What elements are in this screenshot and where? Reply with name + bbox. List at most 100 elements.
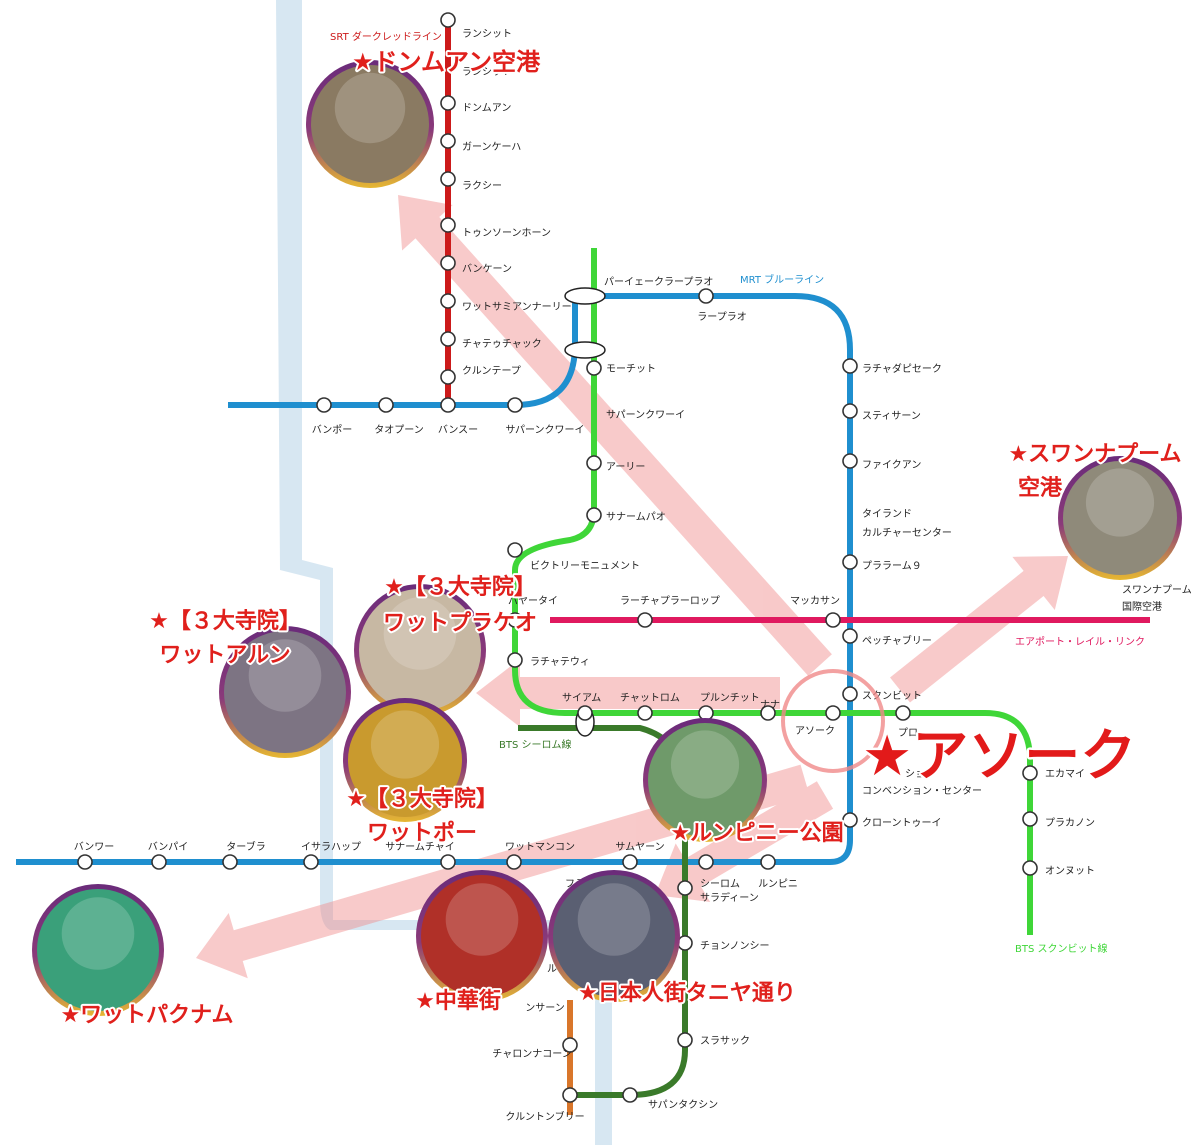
tourist-spot[interactable]: ★【３大寺院】ワットポー [343,698,500,848]
station[interactable]: プラカノン [1022,811,1095,829]
station-dot[interactable] [440,12,456,28]
station[interactable]: プララーム９ [842,554,922,572]
station-dot[interactable] [586,507,602,523]
station-dot[interactable] [586,360,602,376]
station[interactable]: ビクトリーモニュメント [507,542,640,572]
station[interactable]: チャロンナコーン [492,1037,578,1060]
station-dot[interactable] [842,812,858,828]
station[interactable]: チャットロム [620,692,680,721]
tourist-spot[interactable]: ★日本人街タニヤ通り [548,870,798,1008]
station[interactable]: ファイクアン [842,453,921,471]
station-dot[interactable] [77,854,93,870]
station[interactable]: パヤータイ [507,595,558,628]
station-dot[interactable] [842,403,858,419]
station[interactable]: バンワー [74,841,115,870]
station-dot[interactable] [677,935,693,951]
spot-photo[interactable] [648,723,762,837]
tourist-spot[interactable]: ★ルンピニー公園 [643,718,846,848]
station[interactable]: バンポー [312,397,353,436]
tourist-spot[interactable]: ★ドンムアン空港 [306,46,543,188]
spot-photo[interactable] [553,875,675,997]
station-dot[interactable] [677,1032,693,1048]
station-dot[interactable] [562,1037,578,1053]
station-dot[interactable] [698,705,714,721]
station[interactable]: バンパイ [148,841,189,870]
station-dot[interactable] [698,854,714,870]
station-dot[interactable] [1022,860,1038,876]
station[interactable]: アソーク [795,705,841,737]
station[interactable]: ターブラ [222,840,266,870]
station[interactable]: ラープラオ [697,311,746,323]
station-dot[interactable] [842,686,858,702]
station[interactable]: スティサーン [842,403,921,422]
station[interactable]: サパーンクワーイ [606,409,685,421]
station-dot[interactable] [842,554,858,570]
station-dot[interactable] [440,293,456,309]
station[interactable]: クローントゥーイ [842,812,942,829]
station-dot[interactable] [440,397,456,413]
station-dot[interactable] [507,542,523,558]
station[interactable]: スワンナプーム [1122,584,1192,596]
station[interactable]: タイランド [862,508,912,520]
station-dot[interactable] [440,217,456,233]
station[interactable]: モーチット [586,360,656,376]
station-dot[interactable] [440,369,456,385]
station-dot[interactable] [222,854,238,870]
station[interactable]: サパーンクワーイ [505,397,585,436]
station[interactable]: ラーチャプラーロップ [620,595,720,628]
station[interactable]: プルンチット [698,692,760,721]
station[interactable]: ラチャテウィ [507,652,590,668]
station[interactable]: マッカサン [790,595,841,628]
station-dot[interactable] [507,397,523,413]
station-dot[interactable] [825,705,841,721]
station-dot[interactable] [760,854,776,870]
station-dot[interactable] [507,652,523,668]
station[interactable]: プロ [895,705,918,739]
station-dot[interactable] [440,854,456,870]
station[interactable]: シーロム [698,854,740,890]
station-dot[interactable] [378,397,394,413]
station[interactable]: オンヌット [1022,860,1095,877]
tourist-spot[interactable]: ★【３大寺院】ワットプラケオ [354,572,539,716]
station-dot[interactable] [151,854,167,870]
station-dot[interactable] [440,95,456,111]
station[interactable]: サムヤーン [615,841,665,870]
station-dot[interactable] [506,854,522,870]
station-dot[interactable] [698,288,714,304]
station-dot[interactable] [440,133,456,149]
station-dot[interactable] [842,628,858,644]
station-dot[interactable] [1022,811,1038,827]
station[interactable]: クルンテープ [440,365,521,385]
station-dot[interactable] [586,455,602,471]
station[interactable]: ラチャダピセーク [842,358,942,375]
station-dot[interactable] [507,612,523,628]
spot-photo[interactable] [311,65,429,183]
station-dot[interactable] [622,854,638,870]
station[interactable]: ドンムアン [440,95,511,114]
spot-photo[interactable] [359,589,481,711]
tourist-spot[interactable]: ★中華街 [413,870,548,1016]
station[interactable]: チャテゥチャック [440,331,542,350]
station[interactable]: ンサーン [525,1002,565,1014]
station[interactable]: アーリー [586,455,645,473]
station[interactable]: ル [547,964,557,975]
spot-photo[interactable] [224,631,346,753]
station[interactable]: サナームチャイ [385,841,456,870]
station[interactable]: ナナ [760,699,780,721]
station-dot[interactable] [1022,765,1038,781]
station[interactable]: スラサック [677,1032,750,1048]
station[interactable]: チョンノンシー [677,935,770,952]
spot-photo[interactable] [348,703,462,817]
station-dot[interactable] [842,358,858,374]
station[interactable]: ガーンケーハ [440,133,521,153]
station-dot[interactable] [303,854,319,870]
station-dot[interactable] [677,880,693,896]
tourist-spot[interactable]: ★【３大寺院】ワットアルン [147,606,351,758]
station[interactable]: カルチャーセンター [862,527,952,539]
station-dot[interactable] [895,705,911,721]
station[interactable]: タオプーン [374,397,424,436]
station-dot[interactable] [760,705,776,721]
station[interactable]: バンケーン [440,255,512,275]
station-dot[interactable] [316,397,332,413]
